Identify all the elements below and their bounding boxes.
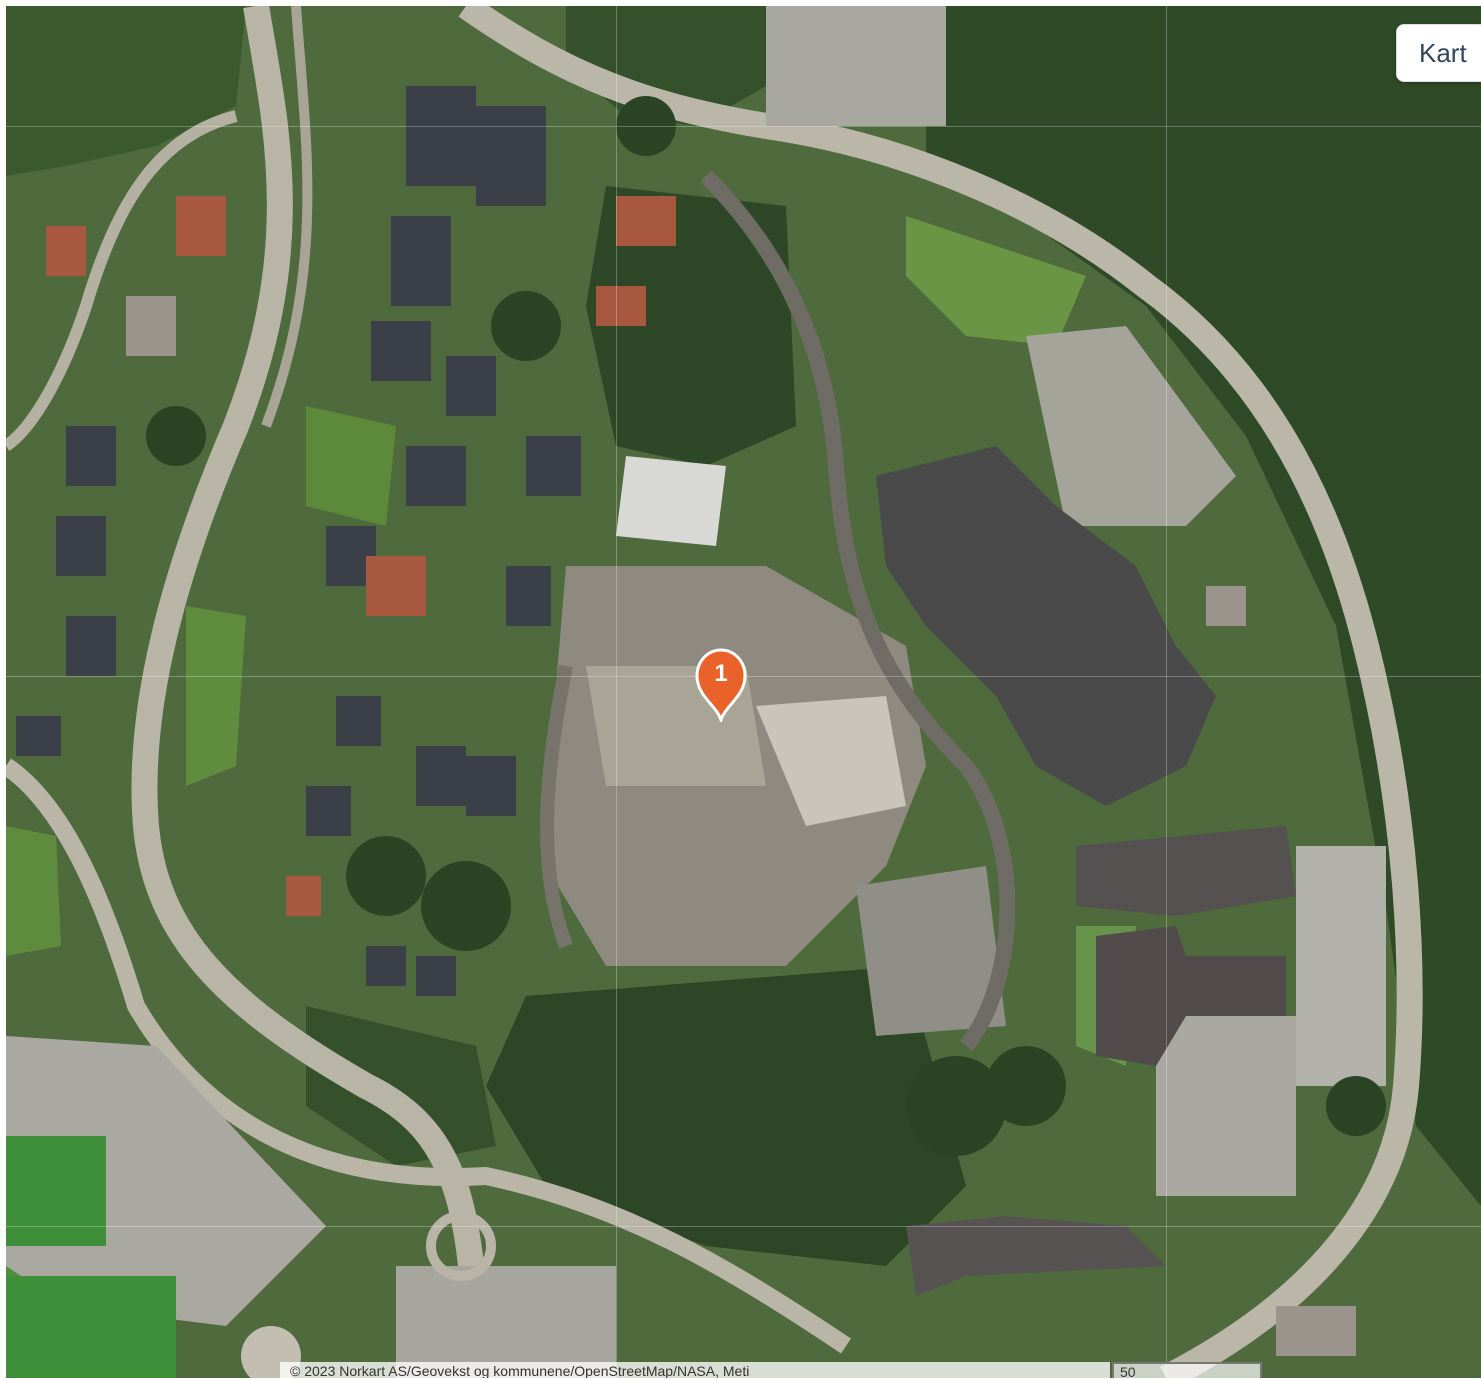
map-scale-label: 50: [1120, 1364, 1136, 1380]
marker-pin-icon: [695, 648, 747, 726]
tile-grid-line: [1166, 6, 1167, 1378]
tile-grid-line: [616, 6, 617, 1378]
map-marker[interactable]: 1: [689, 646, 753, 726]
aerial-imagery: [6, 6, 1481, 1378]
map-view[interactable]: 1: [6, 6, 1481, 1378]
tile-grid-line: [6, 126, 1481, 127]
map-scale-bar: 50: [1112, 1362, 1262, 1380]
map-marker-label: 1: [714, 660, 728, 687]
map-layer-button[interactable]: Kart: [1396, 24, 1481, 82]
map-attribution: © 2023 Norkart AS/Geovekst og kommunene/…: [280, 1362, 1110, 1378]
map-layer-label: Kart: [1419, 37, 1467, 68]
tile-grid-line: [6, 1226, 1481, 1227]
